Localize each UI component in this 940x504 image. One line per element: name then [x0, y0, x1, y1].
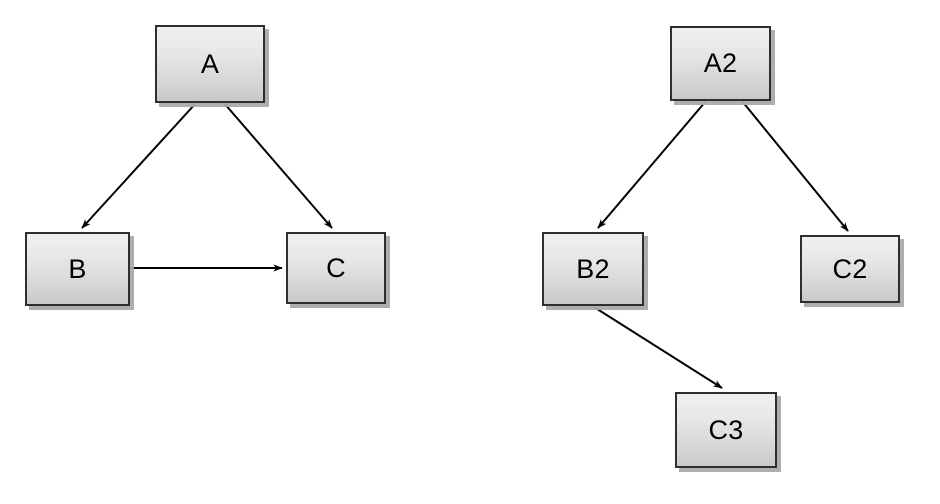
node-c-label: C — [326, 252, 346, 283]
edge-a2-to-b2 — [597, 100, 707, 229]
node-a[interactable]: A — [155, 25, 265, 103]
edge-a-to-b — [81, 102, 197, 229]
edge-a-to-c — [223, 102, 333, 229]
node-a-label: A — [200, 48, 220, 79]
edge-b2-to-c3 — [593, 306, 723, 389]
node-c[interactable]: C — [286, 232, 386, 304]
node-c2[interactable]: C2 — [800, 235, 900, 303]
node-b[interactable]: B — [25, 232, 130, 306]
node-b2[interactable]: B2 — [542, 232, 644, 306]
node-c2-label: C2 — [832, 253, 868, 284]
edge-a2-to-c2 — [741, 100, 849, 232]
node-a2[interactable]: A2 — [670, 26, 771, 101]
node-c3[interactable]: C3 — [675, 392, 777, 468]
node-b2-label: B2 — [576, 253, 610, 284]
node-b-label: B — [68, 253, 87, 284]
node-c3-label: C3 — [708, 414, 744, 445]
node-a2-label: A2 — [703, 48, 738, 78]
